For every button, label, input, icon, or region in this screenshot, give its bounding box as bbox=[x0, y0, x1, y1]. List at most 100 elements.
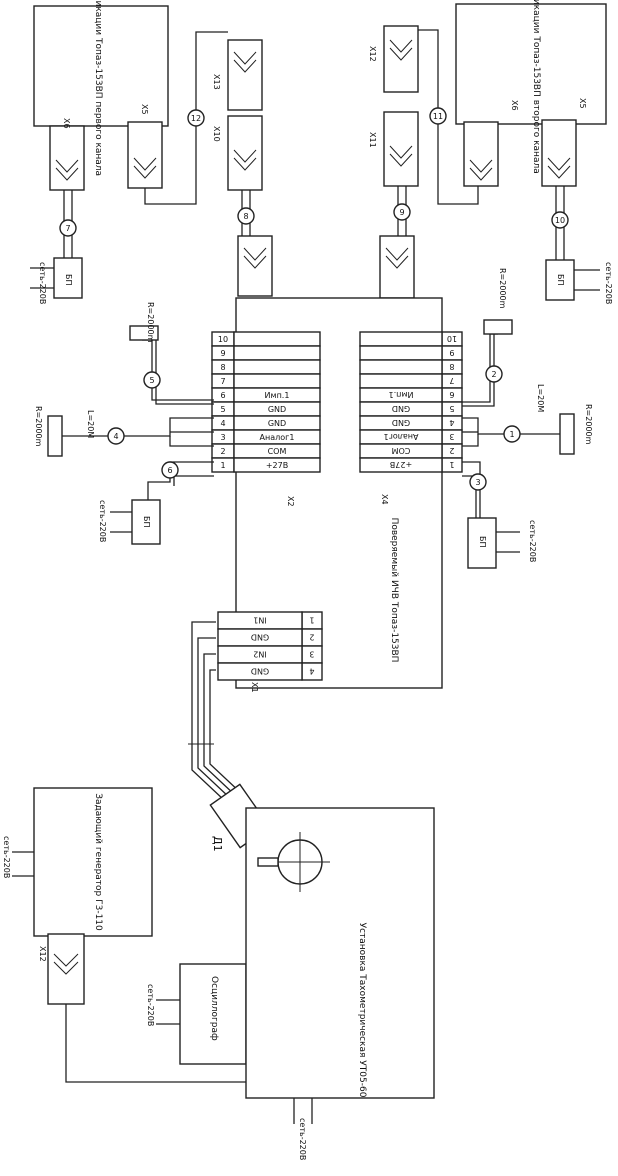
x4-pin-signal: Имп.1 bbox=[389, 390, 414, 399]
x4-pin-signal: GND bbox=[392, 404, 410, 413]
x2-pin-signal: Имп.1 bbox=[265, 391, 290, 400]
x4-pin-number: 3 bbox=[449, 432, 454, 441]
x4-pin-signal: Аналог1 bbox=[384, 432, 419, 441]
x1-pin-signal: IN2 bbox=[253, 650, 266, 659]
cable-7-label: 7 bbox=[65, 224, 70, 233]
cable-8-marker bbox=[237, 207, 255, 225]
x2-pin-number: 7 bbox=[220, 377, 225, 386]
x5-label-1: X5 bbox=[140, 104, 149, 115]
x11-label: X11 bbox=[368, 132, 377, 148]
psu-4 bbox=[467, 517, 497, 569]
x12-label-bottom: X12 bbox=[38, 946, 47, 962]
cable-4-label: 4 bbox=[113, 432, 118, 441]
x1-pin-number: 3 bbox=[309, 650, 314, 659]
x1-pin-number: 2 bbox=[309, 633, 314, 642]
tacho-key bbox=[257, 857, 279, 867]
tachometric-unit-label: Установка Тахометрическая УТ05-60 bbox=[357, 923, 367, 1098]
psu-4-label: БП bbox=[478, 536, 487, 548]
signal-generator-label: Задающий генератор Г3-110 bbox=[93, 793, 103, 931]
x4-pin-signal: GND bbox=[392, 418, 410, 427]
x4-pin-number: 2 bbox=[449, 446, 454, 455]
inductance-2-label: L=20M bbox=[536, 384, 545, 412]
x2-pin-number: 6 bbox=[220, 391, 225, 400]
mains-label-2: сеть-220В bbox=[604, 262, 613, 304]
x5-label-2: X5 bbox=[578, 98, 587, 109]
mains-label-5: сеть-220В bbox=[2, 836, 11, 878]
cable-10-marker bbox=[551, 211, 569, 229]
x12-connector-bottom bbox=[47, 933, 85, 1005]
resistor-3 bbox=[483, 319, 513, 335]
x2-pin-number: 8 bbox=[220, 363, 225, 372]
x1-pin-signal: GND bbox=[251, 667, 269, 676]
indication-block-1-label: Блок Индикации Топаз-153ВП первого канал… bbox=[93, 0, 103, 176]
cable-12-label: 12 bbox=[191, 114, 201, 123]
x1-pin-signal: IN1 bbox=[253, 616, 266, 625]
x2-row-signal-8 bbox=[233, 359, 321, 375]
x2-row-signal-1 bbox=[233, 457, 321, 473]
cable-1-marker bbox=[503, 425, 521, 443]
x1-label: X1 bbox=[250, 682, 259, 693]
cable-7-marker bbox=[59, 219, 77, 237]
x2-pin-signal: GND bbox=[268, 419, 286, 428]
cable-11-label: 11 bbox=[433, 112, 443, 121]
x4-row-signal-9 bbox=[359, 345, 443, 361]
resistor-1 bbox=[129, 325, 159, 341]
x1-pin-signal: GND bbox=[251, 633, 269, 642]
cable-1-label: 1 bbox=[509, 430, 514, 439]
x4-pin-signal: COM bbox=[392, 446, 411, 455]
sensor-d1-label: Д1 bbox=[211, 836, 224, 852]
x4-pin-number: 10 bbox=[447, 334, 457, 343]
cable-9-label: 9 bbox=[399, 208, 404, 217]
x2-pin-number: 2 bbox=[220, 447, 225, 456]
resistor-4 bbox=[559, 413, 575, 455]
resistor-1-label: R=2000m bbox=[146, 302, 155, 343]
resistor-2-label: R=2000m bbox=[34, 406, 43, 447]
x6-connector-2 bbox=[463, 121, 499, 187]
cable-6-marker bbox=[161, 461, 179, 479]
cable-5-label: 5 bbox=[149, 376, 154, 385]
x12-label-top: X12 bbox=[368, 46, 377, 62]
device-under-test-label: Поверяемый ИЧВ Топаз-153ВП bbox=[389, 518, 399, 663]
x2-pin-signal: Аналог1 bbox=[260, 433, 295, 442]
x1-pin-number: 1 bbox=[309, 616, 314, 625]
signal-generator bbox=[33, 787, 153, 937]
indication-block-2 bbox=[455, 3, 607, 125]
x4-pin-number: 6 bbox=[449, 390, 454, 399]
x2-label: X2 bbox=[286, 496, 295, 507]
x4-row-signal-7 bbox=[359, 373, 443, 389]
x4-pin-number: 8 bbox=[449, 362, 454, 371]
psu-1-label: БП bbox=[64, 274, 73, 286]
mains-label-3: сеть-220В bbox=[98, 500, 107, 542]
x2-row-signal-7 bbox=[233, 373, 321, 389]
x6-label-2: X6 bbox=[510, 100, 519, 111]
x2-pin-number: 10 bbox=[218, 335, 228, 344]
cable-8-label: 8 bbox=[243, 212, 248, 221]
psu-2 bbox=[545, 259, 575, 301]
x6-label-1: X6 bbox=[62, 118, 71, 129]
cable-5-marker bbox=[143, 371, 161, 389]
x4-pin-number: 9 bbox=[449, 348, 454, 357]
x12-connector-top bbox=[383, 25, 419, 93]
cable-11-marker bbox=[429, 107, 447, 125]
resistor-3-label: R=2000m bbox=[498, 268, 507, 309]
x11-connector bbox=[383, 111, 419, 187]
cable-3-marker bbox=[469, 473, 487, 491]
x2-pin-number: 4 bbox=[220, 419, 225, 428]
mains-label-6: сеть-220В bbox=[146, 984, 155, 1026]
x2-pin-signal: GND bbox=[268, 405, 286, 414]
x4-row-signal-8 bbox=[359, 359, 443, 375]
cable-10-label: 10 bbox=[555, 216, 565, 225]
resistor-2 bbox=[47, 415, 63, 457]
x2-row-signal-10 bbox=[233, 331, 321, 347]
x10-connector bbox=[227, 115, 263, 191]
cable-3-label: 3 bbox=[475, 478, 480, 487]
cable-12-marker bbox=[187, 109, 205, 127]
x5-connector-center bbox=[379, 235, 415, 299]
mains-label-1: сеть-220В bbox=[38, 262, 47, 304]
tachometric-unit bbox=[245, 807, 435, 1099]
x13-label: X13 bbox=[212, 74, 221, 90]
